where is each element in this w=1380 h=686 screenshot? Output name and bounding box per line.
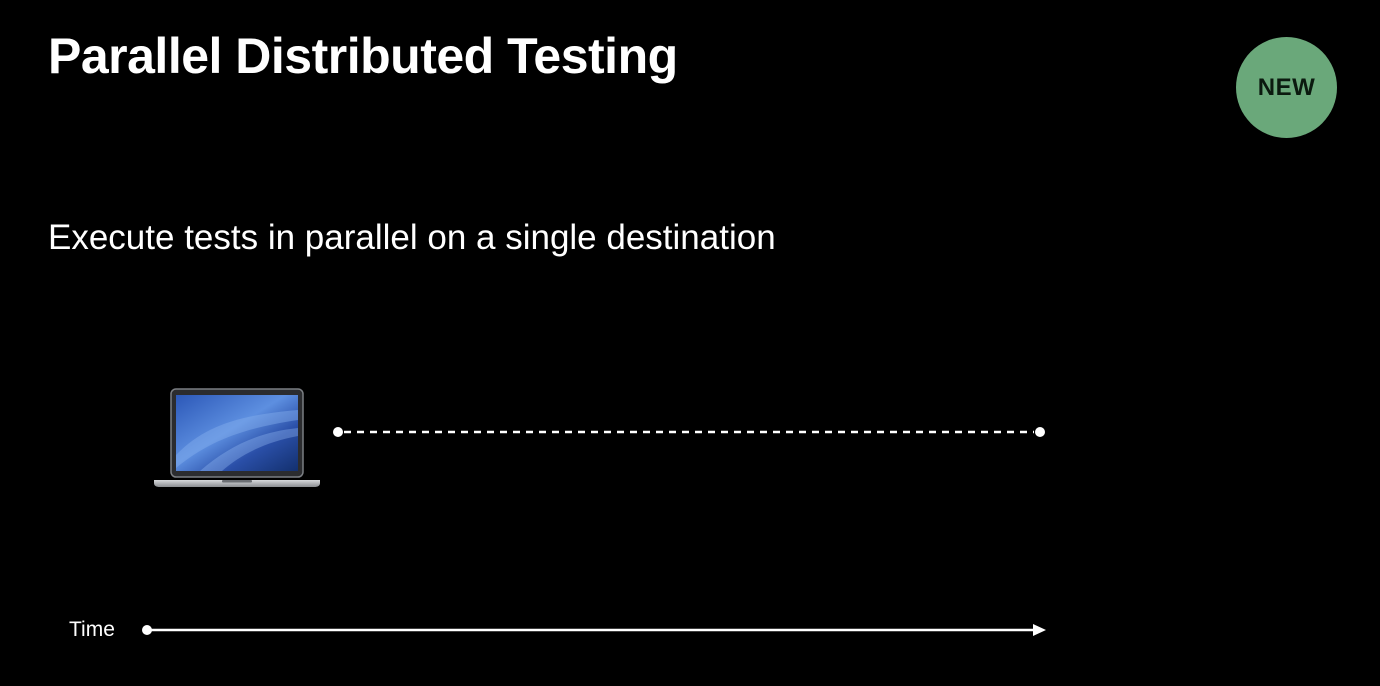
- time-axis-arrowhead: [1033, 624, 1046, 636]
- time-axis: [142, 624, 1046, 636]
- new-badge-label: NEW: [1257, 73, 1316, 101]
- laptop-icon: [154, 388, 320, 487]
- slide-title: Parallel Distributed Testing: [48, 28, 678, 84]
- track-end-dot: [1035, 427, 1045, 437]
- test-execution-track: [333, 427, 1045, 437]
- time-axis-label: Time: [69, 618, 115, 641]
- new-badge: NEW: [1236, 37, 1337, 138]
- slide-subtitle: Execute tests in parallel on a single de…: [48, 218, 776, 257]
- track-start-dot: [333, 427, 343, 437]
